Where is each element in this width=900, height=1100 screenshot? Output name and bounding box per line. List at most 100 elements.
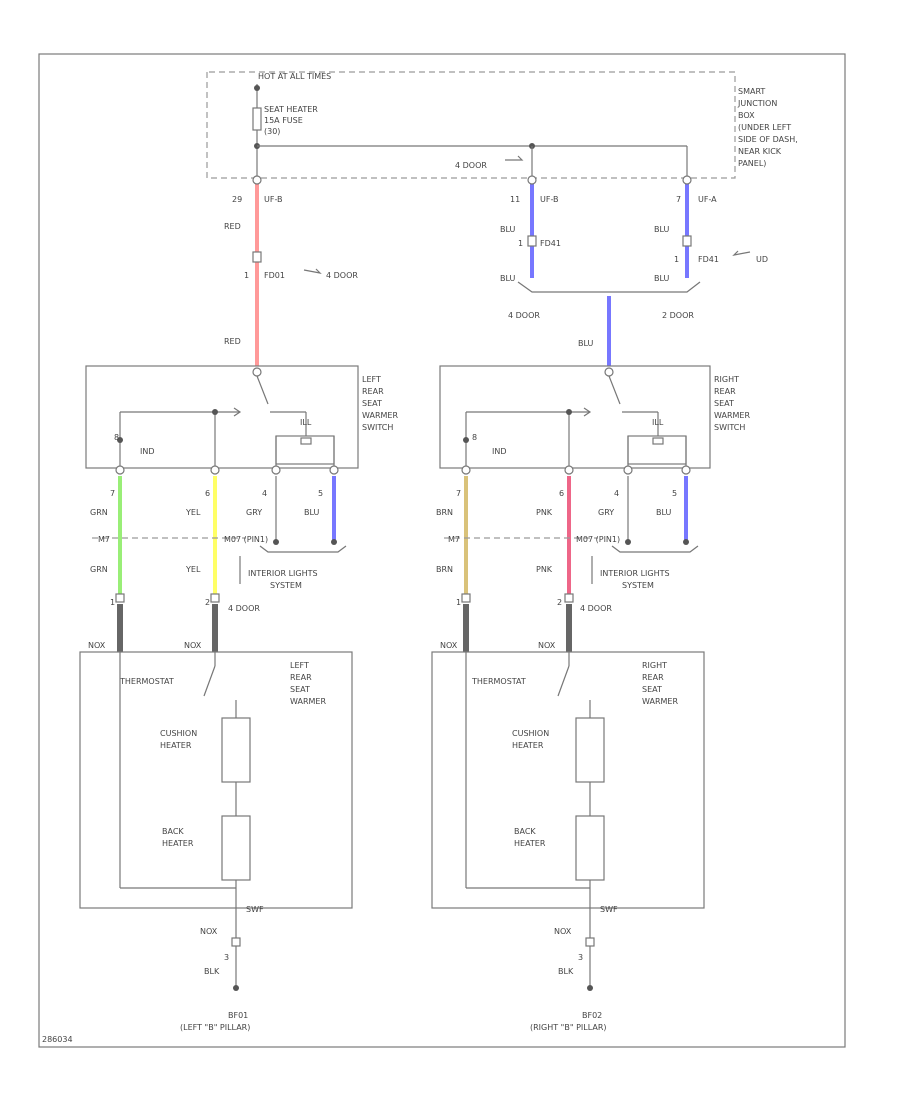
- left-pin2-2: 2: [205, 598, 210, 607]
- right-back-heater: [575, 815, 605, 881]
- right-warmer-label-3: SEAT: [642, 685, 662, 694]
- right-warmer-label-1: RIGHT: [642, 661, 667, 670]
- left-switch-label-4: WARMER: [362, 411, 398, 420]
- left-nox: NOX: [200, 927, 218, 936]
- blue-wire-2door: [685, 182, 689, 278]
- left-switch-label-3: SEAT: [362, 399, 382, 408]
- right-thermostat: THERMOSTAT: [471, 677, 526, 686]
- jbox-label-5: SIDE OF DASH,: [738, 135, 798, 144]
- right-feed: BLU 1 FD41 BLU BLU 1 FD41 BLU UD 4 DOOR …: [500, 175, 768, 366]
- wire-blu-l-bottom: BLU: [500, 274, 516, 283]
- left-back-2: HEATER: [162, 839, 194, 848]
- left-wire-yel: YEL: [185, 508, 201, 517]
- conn-uf-b-right: UF-B: [540, 195, 559, 204]
- right-warmer-label-4: WARMER: [642, 697, 678, 706]
- left-gnd-wire: BLK: [204, 967, 220, 976]
- wire-blu-l-top: BLU: [500, 225, 516, 234]
- right-pin2-2: 2: [557, 598, 562, 607]
- jbox-4door-label: 4 DOOR: [455, 161, 487, 170]
- left-ind: IND: [140, 447, 155, 456]
- right-nox: NOX: [554, 927, 572, 936]
- jbox-label-7: PANEL): [738, 159, 766, 168]
- right-ground-icon: [587, 985, 593, 991]
- right-cushion-2: HEATER: [512, 741, 544, 750]
- conn-uf-a: UF-A: [698, 195, 717, 204]
- left-warmer-label-2: REAR: [290, 673, 312, 682]
- right-rear-seat-warmer: NOX NOX THERMOSTAT CUSHION HEATER BACK H…: [431, 641, 705, 1032]
- left-conn-m07: M07 (PIN1): [224, 535, 268, 544]
- right-wire-gry: GRY: [598, 508, 614, 517]
- right-wire-blu: BLU: [656, 508, 672, 517]
- left-pin-7: 7: [110, 489, 115, 498]
- jbox-label-4: (UNDER LEFT: [738, 123, 791, 132]
- blue-wire-right-switch: [684, 476, 688, 540]
- dark-wire-left-1: [117, 604, 123, 652]
- left-cushion-heater: [221, 717, 251, 783]
- right-pin2-1: 1: [456, 598, 461, 607]
- left-interior-1: INTERIOR LIGHTS: [248, 569, 318, 578]
- right-back-1: BACK: [514, 827, 536, 836]
- left-pin2-1: 1: [110, 598, 115, 607]
- right-warmer-label-2: REAR: [642, 673, 664, 682]
- left-warmer-label-1: LEFT: [290, 661, 309, 670]
- right-switch-label-1: RIGHT: [714, 375, 739, 384]
- right-conn-m7: M7: [448, 535, 460, 544]
- fuse-icon: [252, 107, 262, 131]
- jbox-label-3: BOX: [738, 111, 755, 120]
- diagram-frame: [38, 53, 846, 1048]
- right-warmer-conn-l: NOX: [440, 641, 458, 650]
- left-thermostat: THERMOSTAT: [119, 677, 174, 686]
- left-warmer-conn-r: NOX: [184, 641, 202, 650]
- left-pin-6: 6: [205, 489, 210, 498]
- left-wire-grn: GRN: [90, 508, 108, 517]
- right-conn-m07: M07 (PIN1): [576, 535, 620, 544]
- left-warmer-label-3: SEAT: [290, 685, 310, 694]
- fuse-chain: [252, 84, 688, 178]
- dark-wire-right-1: [463, 604, 469, 652]
- left-wire-gry: GRY: [246, 508, 262, 517]
- wire-red-bottom: RED: [224, 337, 241, 346]
- right-wire2-pnk: PNK: [536, 565, 553, 574]
- left-switch-label-2: REAR: [362, 387, 384, 396]
- pin-11: 11: [510, 195, 520, 204]
- left-warmer-conn-l: NOX: [88, 641, 106, 650]
- blue-wire-left-switch: [332, 476, 336, 540]
- left-warmer-label-4: WARMER: [290, 697, 326, 706]
- right-back-2: HEATER: [514, 839, 546, 848]
- left-back-heater: [221, 815, 251, 881]
- fd41-pin-l: 1: [518, 239, 523, 248]
- blue-wire-4door: [530, 182, 534, 278]
- pink-wire: [567, 476, 571, 594]
- right-switch-label-5: SWITCH: [714, 423, 745, 432]
- jbox-label-2: JUNCTION: [737, 99, 777, 108]
- brown-wire: [464, 476, 468, 594]
- left-cushion-1: CUSHION: [160, 729, 197, 738]
- conn-uf-b-left: UF-B: [264, 195, 283, 204]
- variant-ud: UD: [756, 255, 768, 264]
- left-conn-m7: M7: [98, 535, 110, 544]
- right-ground-1: BF02: [582, 1011, 602, 1020]
- fuse-label-3: (30): [264, 127, 280, 136]
- left-pin-ind: 8: [114, 433, 119, 442]
- right-ind: IND: [492, 447, 507, 456]
- right-pin-7: 7: [456, 489, 461, 498]
- left-wire2-yel: YEL: [185, 565, 201, 574]
- left-wire-blu: BLU: [304, 508, 320, 517]
- left-rear-seat-warmer: NOX NOX THERMOSTAT CUSHION HEATER BACK H…: [79, 641, 353, 1032]
- right-cushion-1: CUSHION: [512, 729, 549, 738]
- right-ill: ILL: [652, 418, 664, 427]
- left-switch-wires: 7 6 4 5 GRN YEL GRY BLU M7 M07 (PIN1) GR…: [90, 476, 347, 652]
- left-back-1: BACK: [162, 827, 184, 836]
- left-ground-1: BF01: [228, 1011, 248, 1020]
- left-rear-seat-warmer-switch: ILL 8 IND LEFT REAR SEAT WARMER SWITCH: [85, 365, 398, 475]
- left-4door: 4 DOOR: [228, 604, 260, 613]
- right-gnd-conn: SWF: [600, 905, 618, 914]
- right-warmer-conn-r: NOX: [538, 641, 556, 650]
- left-ill: ILL: [300, 418, 312, 427]
- wire-blu-r-top: BLU: [654, 225, 670, 234]
- right-switch-wires: 7 6 4 5 BRN PNK GRY BLU M7 M07 (PIN1) BR…: [436, 476, 699, 652]
- fuse-label-1: SEAT HEATER: [264, 105, 318, 114]
- conn-fd41-r: FD41: [698, 255, 719, 264]
- wire-red-top: RED: [224, 222, 241, 231]
